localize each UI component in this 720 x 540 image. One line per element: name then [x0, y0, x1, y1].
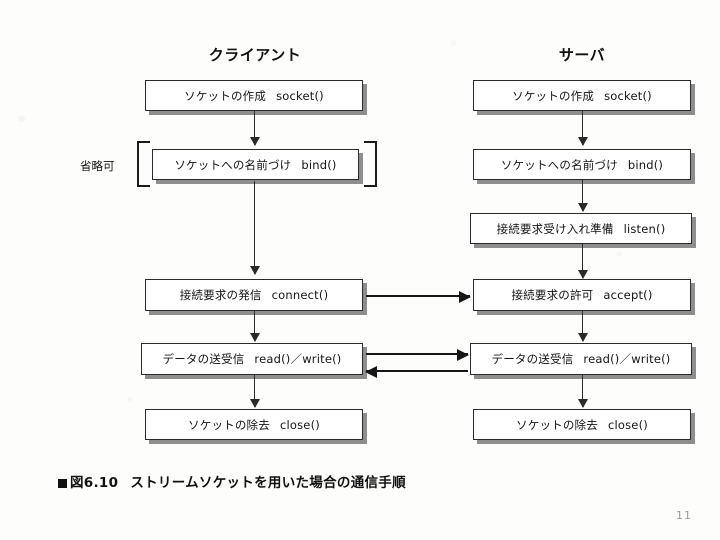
- node-server-accept-fn: accept(): [603, 288, 653, 302]
- node-client-socket-fn: socket(): [276, 88, 324, 103]
- arrow-server-socket-to-bind: [577, 111, 588, 146]
- node-client-close-label: ソケットの除去: [188, 417, 270, 432]
- arrow-client-connect-to-rw: [249, 311, 260, 342]
- caption-bullet-square: [58, 479, 67, 488]
- node-server-socket-label: ソケットの作成: [512, 88, 595, 103]
- node-server-rw-fn: read()／write(): [583, 352, 671, 366]
- node-server-rw-label: データの送受信: [491, 352, 574, 366]
- node-client-rw: データの送受信 read()／write(): [141, 343, 363, 375]
- node-server-rw: データの送受信 read()／write(): [470, 343, 692, 375]
- node-server-bind-label: ソケットへの名前づけ: [500, 157, 618, 172]
- arrow-server-to-client-data: [365, 365, 468, 378]
- node-server-close: ソケットの除去 close(): [473, 409, 691, 440]
- node-client-rw-label: データの送受信: [162, 352, 245, 366]
- arrow-client-rw-to-close: [249, 375, 260, 408]
- node-client-connect: 接続要求の発信 connect(): [145, 279, 363, 311]
- node-client-connect-fn: connect(): [271, 288, 329, 302]
- arrow-server-bind-to-listen: [577, 180, 588, 212]
- arrow-server-rw-to-close: [577, 375, 588, 408]
- node-server-listen: 接続要求受け入れ準備 listen(): [470, 213, 692, 244]
- node-client-socket: ソケットの作成 socket(): [145, 80, 363, 111]
- optional-bracket-right: [364, 141, 377, 187]
- node-server-listen-label: 接続要求受け入れ準備: [496, 221, 614, 236]
- arrow-client-socket-to-bind: [249, 111, 260, 146]
- node-server-accept: 接続要求の許可 accept(): [473, 279, 691, 311]
- node-client-close: ソケットの除去 close(): [145, 409, 363, 440]
- node-server-accept-label: 接続要求の許可: [511, 288, 594, 302]
- optional-bracket-left: [137, 141, 150, 187]
- node-server-socket: ソケットの作成 socket(): [473, 80, 691, 111]
- node-client-bind: ソケットへの名前づけ bind(): [152, 149, 359, 180]
- node-server-close-label: ソケットの除去: [516, 417, 598, 432]
- optional-label: 省略可: [80, 159, 115, 173]
- figure-caption: 図6.10 ストリームソケットを用いた場合の通信手順: [58, 471, 406, 491]
- arrow-client-bind-to-connect: [249, 181, 260, 275]
- node-server-listen-fn: listen(): [623, 221, 666, 236]
- node-client-rw-fn: read()／write(): [254, 352, 342, 366]
- caption-figure-number: 図6.10: [70, 475, 119, 491]
- node-client-connect-label: 接続要求の発信: [179, 288, 262, 302]
- arrow-client-to-server-data: [366, 348, 469, 361]
- arrow-connect-to-accept: [366, 290, 471, 303]
- node-server-bind: ソケットへの名前づけ bind(): [473, 149, 691, 180]
- node-server-close-fn: close(): [607, 417, 648, 432]
- column-header-client: クライアント: [208, 46, 302, 64]
- caption-text: ストリームソケットを用いた場合の通信手順: [130, 475, 406, 491]
- arrow-server-listen-to-accept: [577, 244, 588, 279]
- node-client-close-fn: close(): [279, 417, 320, 432]
- node-server-bind-fn: bind(): [627, 157, 664, 172]
- node-client-bind-label: ソケットへの名前づけ: [174, 157, 292, 172]
- column-header-server: サーバ: [558, 46, 606, 64]
- page-number: 11: [676, 509, 692, 522]
- node-server-socket-fn: socket(): [604, 88, 652, 103]
- arrow-server-accept-to-rw: [577, 311, 588, 342]
- node-client-socket-label: ソケットの作成: [184, 88, 267, 103]
- node-client-bind-fn: bind(): [301, 157, 337, 172]
